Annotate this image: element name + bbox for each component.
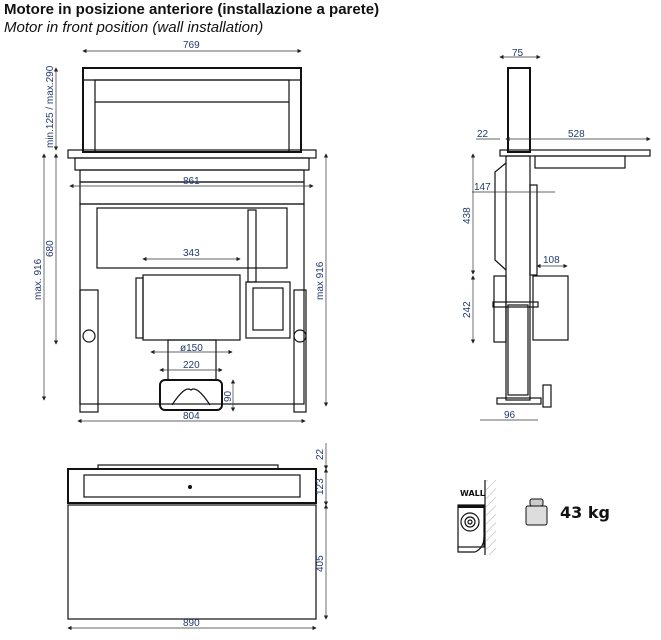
- dim-147: 147: [474, 182, 491, 193]
- dim-22-side: 22: [477, 129, 489, 140]
- side-view: [492, 67, 651, 408]
- dim-343: 343: [183, 248, 200, 259]
- dim-75: 75: [512, 48, 524, 59]
- dim-22-top: 22: [315, 448, 326, 460]
- dim-528: 528: [568, 129, 585, 140]
- front-view: [67, 67, 317, 413]
- dim-108: 108: [543, 255, 560, 266]
- dim-90: 90: [223, 390, 234, 402]
- dim-861: 861: [183, 176, 200, 187]
- top-view: [67, 464, 317, 620]
- front-view-dimensions: 769 min.125 / max.290 861 max. 916 680 3…: [33, 40, 329, 424]
- dim-max-916-right: max 916: [315, 261, 326, 300]
- dim-438: 438: [462, 207, 473, 224]
- wall-label: WALL: [460, 489, 485, 498]
- dim-890: 890: [183, 618, 200, 629]
- title-english: Motor in front position (wall installati…: [4, 19, 264, 36]
- wall-installation-icon: WALL: [457, 480, 496, 555]
- dim-680: 680: [45, 240, 56, 257]
- side-view-dimensions: 75 22 528 147 438 108 242 96: [462, 48, 651, 421]
- dim-diameter-150: ø150: [180, 343, 203, 354]
- dim-height-range: min.125 / max.290: [45, 65, 56, 148]
- dim-242: 242: [462, 301, 473, 318]
- dim-96: 96: [504, 410, 516, 421]
- weight-icon: [525, 498, 548, 526]
- dim-405: 405: [315, 555, 326, 572]
- dim-max-916-left: max. 916: [33, 258, 44, 300]
- dim-220: 220: [183, 360, 200, 371]
- dim-123: 123: [315, 478, 326, 495]
- title-italian: Motore in posizione anteriore (installaz…: [4, 1, 380, 18]
- weight-value: 43 kg: [560, 503, 610, 522]
- dim-769: 769: [183, 40, 200, 51]
- dim-804: 804: [183, 411, 200, 422]
- top-view-dimensions: 22 123 405 890: [67, 443, 329, 631]
